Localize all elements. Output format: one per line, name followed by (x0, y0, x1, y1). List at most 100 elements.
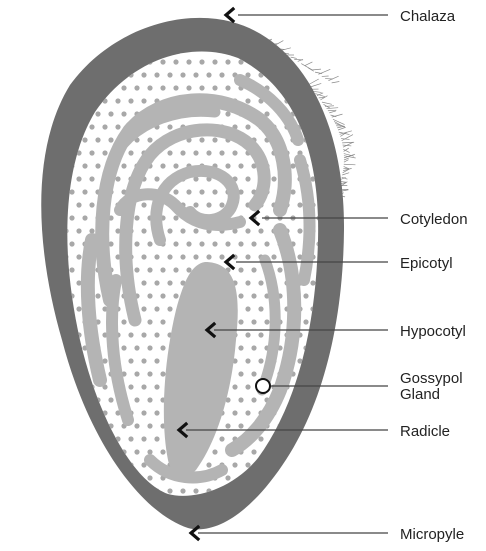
stipple-dot (212, 449, 217, 454)
stipple-dot (147, 319, 152, 324)
stipple-dot (154, 306, 159, 311)
stipple-dot (310, 436, 315, 441)
stipple-dot (141, 98, 146, 103)
stipple-dot (316, 85, 321, 90)
stipple-dot (238, 397, 243, 402)
chalaza-label: Chalaza (400, 8, 456, 25)
stipple-dot (186, 189, 191, 194)
stipple-dot (206, 254, 211, 259)
stipple-dot (128, 358, 133, 363)
stipple-dot (232, 150, 237, 155)
stipple-dot (258, 228, 263, 233)
stipple-dot (154, 384, 159, 389)
fuzz-fiber (328, 76, 338, 81)
stipple-dot (310, 280, 315, 285)
stipple-dot (180, 150, 185, 155)
stipple-dot (245, 358, 250, 363)
stipple-dot (76, 488, 81, 493)
stipple-dot (206, 150, 211, 155)
hypocotyl-label: Hypocotyl (400, 323, 466, 340)
stipple-dot (95, 475, 100, 480)
stipple-dot (186, 241, 191, 246)
stipple-dot (251, 241, 256, 246)
stipple-dot (167, 280, 172, 285)
stipple-dot (245, 254, 250, 259)
stipple-dot (76, 410, 81, 415)
stipple-dot (160, 345, 165, 350)
stipple-dot (238, 267, 243, 272)
stipple-dot (251, 267, 256, 272)
stipple-dot (219, 436, 224, 441)
stipple-dot (147, 449, 152, 454)
stipple-dot (173, 163, 178, 168)
stipple-dot (160, 319, 165, 324)
stipple-dot (147, 293, 152, 298)
stipple-dot (180, 254, 185, 259)
epicotyl-label: Epicotyl (400, 255, 453, 272)
stipple-dot (154, 358, 159, 363)
stipple-dot (316, 397, 321, 402)
stipple-dot (310, 462, 315, 467)
stipple-dot (160, 85, 165, 90)
stipple-dot (232, 462, 237, 467)
stipple-dot (63, 436, 68, 441)
fuzz-fiber (322, 102, 332, 104)
stipple-dot (69, 215, 74, 220)
stipple-dot (225, 475, 230, 480)
stipple-dot (160, 293, 165, 298)
stipple-dot (173, 59, 178, 64)
stipple-dot (76, 462, 81, 467)
stipple-dot (69, 267, 74, 272)
stipple-dot (277, 475, 282, 480)
stipple-dot (160, 59, 165, 64)
stipple-dot (316, 59, 321, 64)
stipple-dot (180, 488, 185, 493)
fuzz-fiber (344, 164, 356, 165)
stipple-dot (238, 163, 243, 168)
fuzz-fiber (312, 69, 321, 70)
stipple-dot (258, 306, 263, 311)
stipple-dot (89, 176, 94, 181)
stipple-dot (173, 267, 178, 272)
stipple-dot (141, 436, 146, 441)
stipple-dot (95, 449, 100, 454)
stipple-dot (82, 475, 87, 480)
stipple-dot (154, 254, 159, 259)
stipple-dot (225, 163, 230, 168)
stipple-dot (115, 98, 120, 103)
fuzz-fiber (310, 83, 321, 87)
stipple-dot (95, 111, 100, 116)
stipple-dot (141, 254, 146, 259)
stipple-dot (128, 150, 133, 155)
stipple-dot (316, 423, 321, 428)
stipple-dot (297, 202, 302, 207)
stipple-dot (167, 150, 172, 155)
stipple-dot (316, 449, 321, 454)
stipple-dot (134, 371, 139, 376)
stipple-dot (232, 410, 237, 415)
stipple-dot (238, 423, 243, 428)
stipple-dot (115, 488, 120, 493)
stipple-dot (76, 228, 81, 233)
stipple-dot (82, 449, 87, 454)
stipple-dot (89, 124, 94, 129)
stipple-dot (193, 72, 198, 77)
stipple-dot (193, 150, 198, 155)
stipple-dot (128, 98, 133, 103)
stipple-dot (238, 319, 243, 324)
stipple-dot (310, 488, 315, 493)
stipple-dot (128, 436, 133, 441)
stipple-dot (69, 449, 74, 454)
stipple-dot (108, 475, 113, 480)
cotyledon-label: Cotyledon (400, 211, 468, 228)
stipple-dot (251, 345, 256, 350)
stipple-dot (82, 59, 87, 64)
stipple-dot (63, 410, 68, 415)
fuzz-fiber (313, 91, 321, 92)
stipple-dot (212, 59, 217, 64)
stipple-dot (134, 85, 139, 90)
stipple-dot (154, 176, 159, 181)
stipple-dot (225, 85, 230, 90)
stipple-dot (134, 423, 139, 428)
